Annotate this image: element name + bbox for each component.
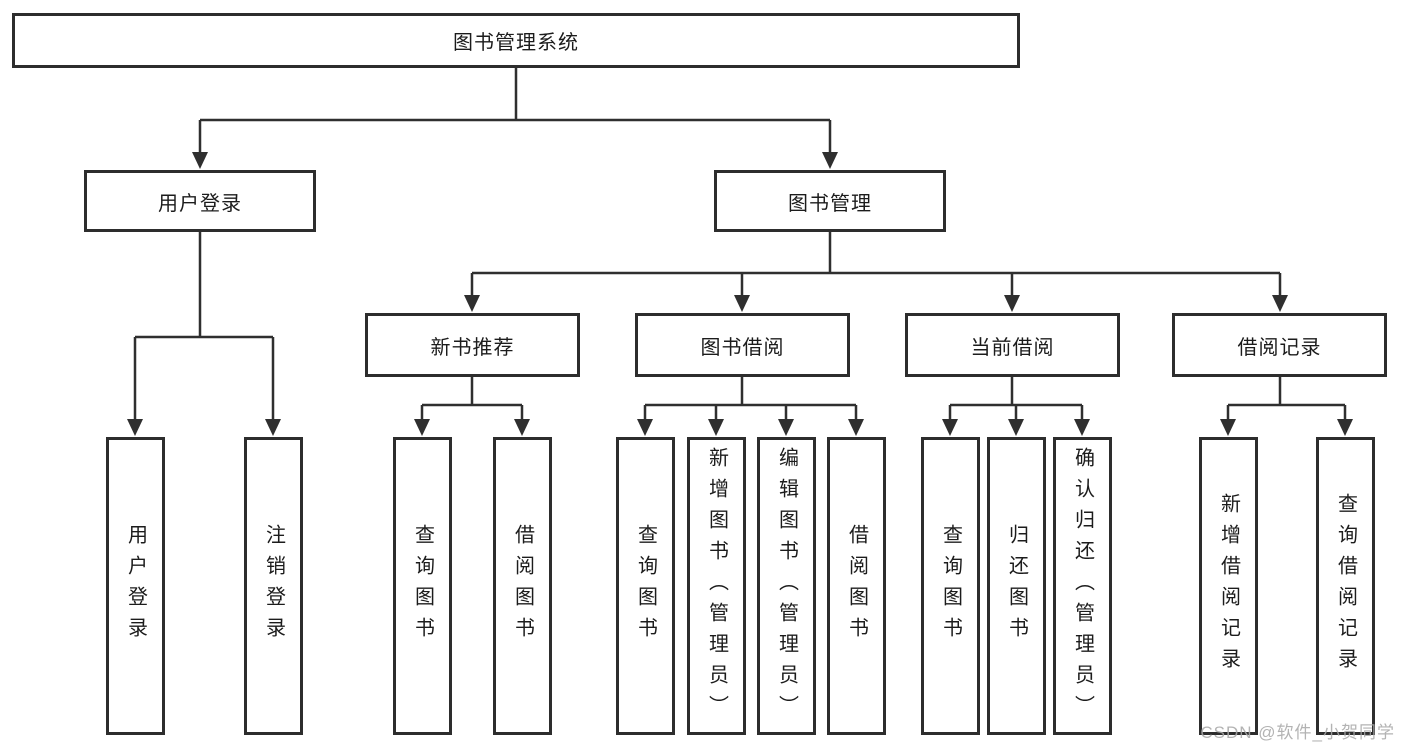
leaf-current-confirm-label: 确认归还（管理员）: [1071, 446, 1094, 726]
connector-new-book: [420, 377, 524, 420]
arrowheads: [127, 152, 1353, 436]
node-root-label: 图书管理系统: [453, 32, 579, 54]
leaf-borrow-add-label: 新增图书（管理员）: [705, 446, 728, 726]
node-book-borrow: 图书借阅: [635, 313, 850, 377]
node-book-mgmt-label: 图书管理: [788, 192, 872, 215]
node-user-login: 用户登录: [84, 170, 316, 232]
leaf-current-return: 归还图书: [987, 437, 1046, 735]
leaf-borrow-add: 新增图书（管理员）: [687, 437, 746, 735]
leaf-user-login: 用户登录: [106, 437, 165, 735]
leaf-newbook-borrow: 借阅图书: [493, 437, 552, 735]
leaf-borrow-query-label: 查询图书: [634, 524, 657, 648]
leaf-borrow-edit-label: 编辑图书（管理员）: [775, 446, 798, 726]
leaf-current-return-label: 归还图书: [1005, 524, 1028, 648]
connector-current-borrow: [948, 377, 1084, 420]
node-borrow-records: 借阅记录: [1172, 313, 1387, 377]
leaf-newbook-query: 查询图书: [393, 437, 452, 735]
leaf-current-query-label: 查询图书: [939, 524, 962, 648]
connector-borrow-records: [1226, 377, 1347, 420]
leaf-current-confirm: 确认归还（管理员）: [1053, 437, 1112, 735]
leaf-logout: 注销登录: [244, 437, 303, 735]
node-root: 图书管理系统: [12, 13, 1020, 68]
leaf-record-add: 新增借阅记录: [1199, 437, 1258, 735]
watermark: CSDN @软件_小贺同学: [1200, 723, 1395, 742]
leaf-borrow-book-label: 借阅图书: [845, 524, 868, 648]
connector-book-mgmt: [470, 232, 1282, 296]
leaf-record-add-label: 新增借阅记录: [1217, 493, 1240, 679]
node-new-book-label: 新书推荐: [430, 336, 515, 359]
leaf-logout-label: 注销登录: [262, 524, 285, 648]
leaf-record-query-label: 查询借阅记录: [1334, 493, 1357, 679]
leaf-borrow-edit: 编辑图书（管理员）: [757, 437, 816, 735]
leaf-user-login-label: 用户登录: [124, 524, 147, 648]
node-book-borrow-label: 图书借阅: [700, 336, 785, 359]
leaf-borrow-book: 借阅图书: [827, 437, 886, 735]
connector-root: [198, 68, 832, 153]
node-current-borrow: 当前借阅: [905, 313, 1120, 377]
leaf-borrow-query: 查询图书: [616, 437, 675, 735]
node-user-login-label: 用户登录: [158, 192, 242, 215]
leaf-record-query: 查询借阅记录: [1316, 437, 1375, 735]
leaf-current-query: 查询图书: [921, 437, 980, 735]
node-current-borrow-label: 当前借阅: [970, 336, 1055, 359]
node-book-mgmt: 图书管理: [714, 170, 946, 232]
connector-book-borrow: [643, 377, 858, 420]
node-new-book: 新书推荐: [365, 313, 580, 377]
node-borrow-records-label: 借阅记录: [1237, 336, 1322, 359]
leaf-newbook-query-label: 查询图书: [411, 524, 434, 648]
leaf-newbook-borrow-label: 借阅图书: [511, 524, 534, 648]
connector-user-login: [133, 232, 275, 420]
